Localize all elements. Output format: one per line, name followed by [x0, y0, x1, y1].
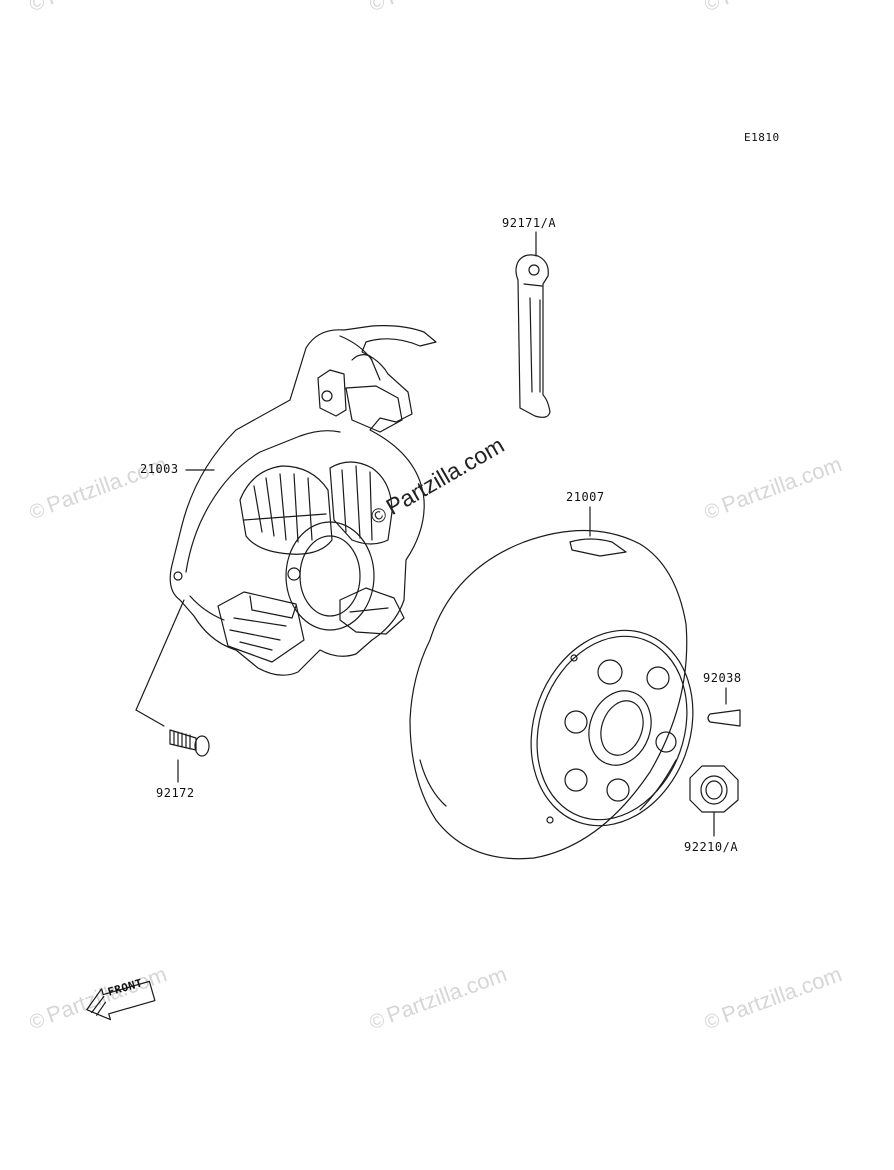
part-number-92171a: 92171/A — [502, 216, 557, 230]
part-number-92172: 92172 — [156, 786, 195, 800]
stator-part — [169, 325, 437, 676]
bracket-part — [515, 231, 551, 418]
diagram-code: E1810 — [744, 131, 780, 144]
part-number-21007: 21007 — [566, 490, 605, 504]
part-number-21003: 21003 — [140, 462, 179, 476]
key-part — [707, 687, 741, 727]
nut-part — [689, 765, 739, 837]
flywheel-part — [409, 506, 694, 860]
part-number-92038: 92038 — [703, 671, 742, 685]
part-number-92210a: 92210/A — [684, 840, 739, 854]
front-arrow-icon — [86, 980, 156, 1021]
screw-part — [135, 599, 210, 783]
